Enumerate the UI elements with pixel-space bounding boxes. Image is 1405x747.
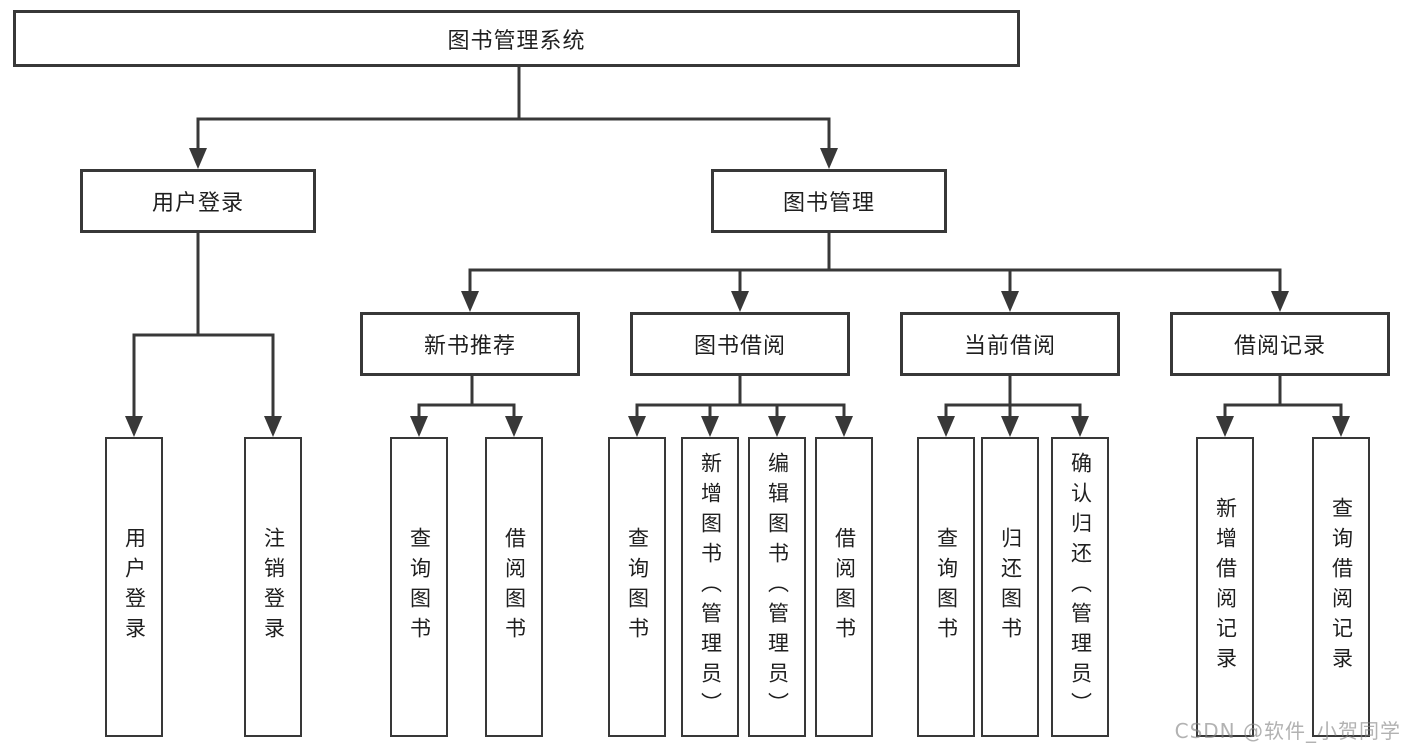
- leaf-label: 新增借阅记录: [1213, 497, 1238, 677]
- leaf-label: 新增图书（管理员）: [698, 452, 723, 722]
- leaf-label: 借阅图书: [502, 527, 527, 647]
- leaf-query-books-borrowing: 查询图书: [608, 437, 666, 737]
- leaf-return-book: 归还图书: [981, 437, 1039, 737]
- leaf-label: 注销登录: [261, 527, 286, 647]
- node-library-system: 图书管理系统: [13, 10, 1020, 67]
- leaf-label: 用户登录: [122, 527, 147, 647]
- leaf-label: 查询图书: [625, 527, 650, 647]
- watermark-text: CSDN @软件_小贺同学: [1174, 719, 1401, 743]
- leaf-add-borrow-record: 新增借阅记录: [1196, 437, 1254, 737]
- leaf-borrow-books-borrowing: 借阅图书: [815, 437, 873, 737]
- node-new-book-recommend: 新书推荐: [360, 312, 580, 376]
- node-book-management: 图书管理: [711, 169, 947, 233]
- leaf-label: 查询图书: [934, 527, 959, 647]
- leaf-label: 归还图书: [998, 527, 1023, 647]
- leaf-borrow-books-recommend: 借阅图书: [485, 437, 543, 737]
- leaf-user-login: 用户登录: [105, 437, 163, 737]
- leaf-query-books-current: 查询图书: [917, 437, 975, 737]
- node-book-borrowing: 图书借阅: [630, 312, 850, 376]
- leaf-label: 查询图书: [407, 527, 432, 647]
- leaf-label: 确认归还（管理员）: [1068, 452, 1093, 722]
- leaf-label: 借阅图书: [832, 527, 857, 647]
- node-user-login: 用户登录: [80, 169, 316, 233]
- leaf-query-books-recommend: 查询图书: [390, 437, 448, 737]
- leaf-label: 编辑图书（管理员）: [765, 452, 790, 722]
- leaf-logout: 注销登录: [244, 437, 302, 737]
- leaf-edit-book-admin: 编辑图书（管理员）: [748, 437, 806, 737]
- node-current-borrowing: 当前借阅: [900, 312, 1120, 376]
- leaf-label: 查询借阅记录: [1329, 497, 1354, 677]
- leaf-query-borrow-record: 查询借阅记录: [1312, 437, 1370, 737]
- leaf-confirm-return-admin: 确认归还（管理员）: [1051, 437, 1109, 737]
- node-borrowing-records: 借阅记录: [1170, 312, 1390, 376]
- leaf-add-book-admin: 新增图书（管理员）: [681, 437, 739, 737]
